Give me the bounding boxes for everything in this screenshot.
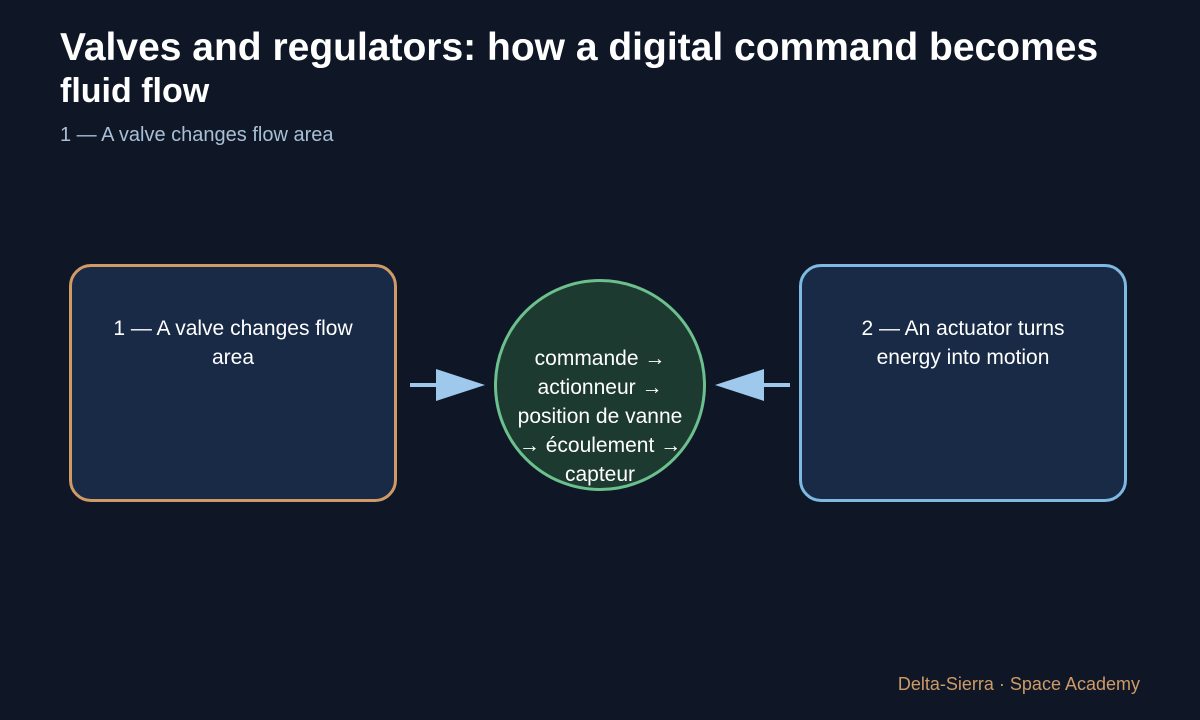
- loop-step-command: commande →: [534, 347, 666, 370]
- control-loop-label: commande → actionneur → position de vann…: [503, 344, 697, 489]
- footer-credit: Delta-Sierra · Space Academy: [897, 674, 1140, 694]
- control-loop-hub: commande → actionneur → position de vann…: [494, 279, 706, 491]
- valve-node: 1 — A valve changes flow area: [69, 264, 397, 502]
- actuator-node-label: 2 — An actuator turns energy into motion: [861, 317, 1065, 369]
- title-line-2: fluid flow: [60, 72, 210, 110]
- actuator-node: 2 — An actuator turns energy into motion: [799, 264, 1127, 502]
- page-title: Valves and regulators: how a digital com…: [60, 27, 1150, 112]
- loop-step-valve-position: position de vanne: [517, 405, 683, 428]
- page-subtitle: 1 — A valve changes flow area: [60, 124, 334, 146]
- arrow-left-icon: [715, 369, 790, 401]
- loop-step-actuator: actionneur →: [537, 376, 663, 399]
- arrow-right-icon: [410, 369, 485, 401]
- loop-step-flow: → écoulement →: [518, 434, 682, 457]
- loop-step-sensor: capteur: [564, 463, 636, 486]
- valve-node-label: 1 — A valve changes flow area: [113, 317, 353, 369]
- title-line-1: Valves and regulators: how a digital com…: [60, 26, 1099, 69]
